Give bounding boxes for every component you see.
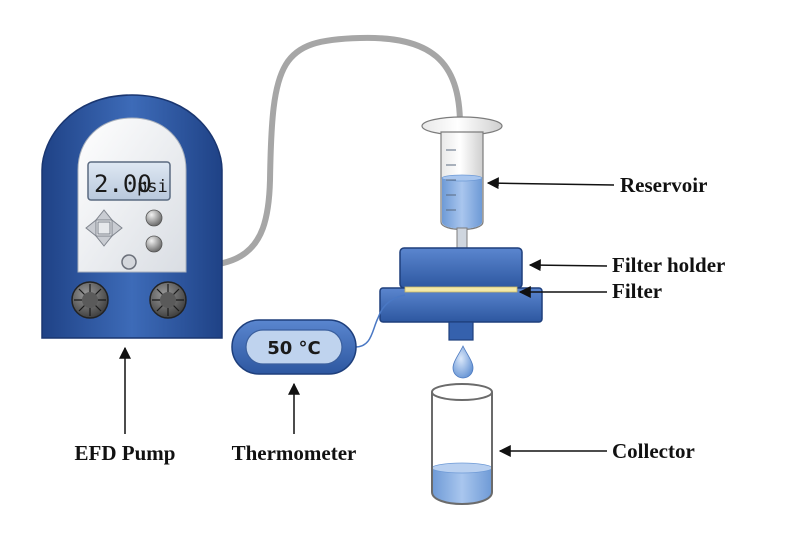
pump-outlet-port	[121, 254, 137, 270]
collector-liquid	[432, 468, 492, 504]
label-thermometer: Thermometer	[232, 441, 357, 465]
filter-membrane	[404, 286, 518, 293]
label-reservoir: Reservoir	[620, 173, 707, 197]
filter-holder-top	[399, 247, 523, 289]
direction-pad-icon[interactable]	[85, 209, 123, 247]
efd-pump: 2.00 psi	[41, 94, 223, 339]
pump-display	[87, 161, 171, 201]
label-filter: Filter	[612, 279, 662, 303]
arrow-reservoir	[486, 177, 615, 190]
pump-button-upper[interactable]	[145, 209, 163, 227]
pump-button-lower[interactable]	[145, 235, 163, 253]
pump-display-unit: psi	[137, 177, 168, 197]
filter-holder-outlet	[448, 321, 474, 341]
thermometer-display	[245, 329, 343, 365]
water-drop-icon	[452, 345, 474, 379]
arrow-filter-holder	[528, 259, 608, 272]
syringe-tip	[456, 227, 468, 251]
air-tube	[130, 34, 463, 270]
pump-display-value: 2.00	[94, 170, 152, 198]
syringe-liquid	[442, 178, 482, 229]
collector-vessel	[431, 383, 493, 505]
syringe-graduations	[446, 149, 456, 211]
reservoir-syringe	[421, 116, 503, 251]
label-collector: Collector	[612, 439, 695, 463]
thermometer-wire	[354, 294, 406, 348]
filter-holder	[379, 247, 543, 341]
label-efd-pump: EFD Pump	[75, 441, 176, 465]
label-filter-holder: Filter holder	[612, 253, 725, 277]
thermometer-device: 50 °C	[231, 294, 406, 375]
thermometer-reading: 50 °C	[267, 338, 321, 359]
collector-glass	[431, 392, 493, 505]
label-arrows	[119, 177, 615, 457]
filter-holder-base	[379, 287, 543, 323]
